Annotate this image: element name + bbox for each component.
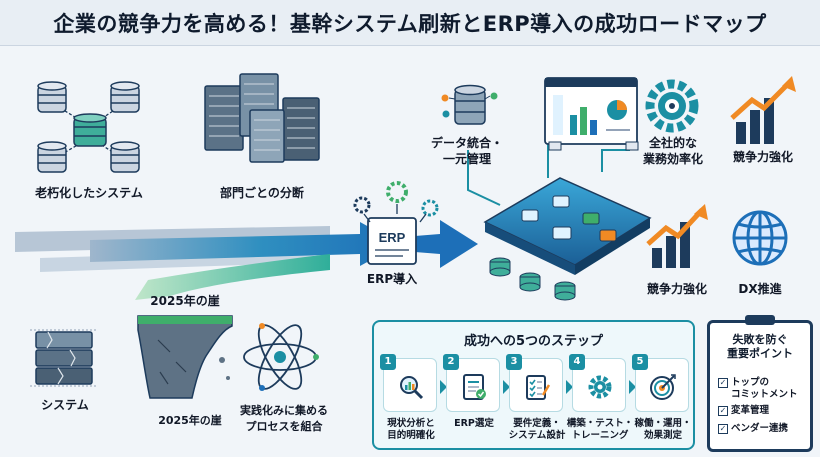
integrated-erp-platform-icon — [467, 128, 652, 301]
competitiveness-bottom-label: 競争力強化 — [646, 282, 707, 296]
step-number: 1 — [380, 354, 396, 370]
checklist-item: ✓ 変革管理 — [718, 405, 769, 417]
step-number: 2 — [443, 354, 459, 370]
step-label: 稼働・運用・ 効果測定 — [634, 418, 692, 442]
cliff-2025-icon — [137, 315, 233, 399]
page-title: 企業の競争力を高める！基幹システム刷新とERP導入の成功ロードマップ — [53, 11, 767, 36]
checklist-item: ✓ ベンダー連携 — [718, 423, 788, 435]
checkbox-checked-icon: ✓ — [718, 406, 728, 416]
checklist-item-text: ベンダー連携 — [731, 423, 789, 434]
checkbox-checked-icon: ✓ — [718, 424, 728, 434]
step-label: 現状分析と 目的明確化 — [387, 418, 435, 442]
target-icon — [650, 374, 676, 400]
growth-chart-icon — [730, 76, 796, 144]
silo-label: 部門ごとの分断 — [220, 186, 304, 200]
process-label-line1: 実践化みに集める — [240, 404, 328, 417]
step-number: 5 — [632, 354, 648, 370]
step-3: 3 要件定義・ システム設計 — [506, 354, 566, 446]
clipboard-clip-icon — [745, 315, 775, 325]
step-arrow — [440, 380, 447, 394]
step-5: 5 稼働・運用・ 効果測定 — [632, 354, 692, 446]
step-arrow — [566, 380, 573, 394]
data-integration-icon — [441, 84, 498, 125]
erp-box-text: ERP — [379, 230, 406, 245]
dx-label: DX推進 — [738, 282, 782, 296]
efficiency-label-line1: 全社的な — [648, 136, 697, 150]
erp-document-icon — [463, 374, 486, 400]
step-label: 要件定義・ システム設計 — [508, 418, 566, 442]
legacy-database-network-icon — [37, 81, 140, 173]
checklist-item-text: トップの コミットメント — [731, 377, 798, 400]
efficiency-gear-icon — [645, 79, 699, 133]
step-1: 1 現状分析と 目的明確化 — [380, 354, 440, 446]
globe-icon — [732, 210, 788, 266]
system-label: システム — [41, 398, 89, 412]
legacy-system-label: 老朽化したシステム — [35, 186, 143, 200]
magnifier-chart-icon — [400, 376, 424, 400]
efficiency-label-line2: 業務効率化 — [642, 152, 703, 166]
cliff-bottom-label: 2025年の崖 — [158, 414, 222, 427]
siloed-servers-icon — [204, 73, 320, 163]
competitiveness-top-label: 競争力強化 — [732, 150, 793, 164]
key-points-clipboard: 失敗を防ぐ 重要ポイント ✓ トップの コミットメント ✓ 変革管理 ✓ ベンダ… — [707, 315, 813, 452]
gear-icon — [588, 375, 612, 399]
step-number: 4 — [569, 354, 585, 370]
step-2: 2 ERP選定 — [443, 354, 503, 446]
checkbox-checked-icon: ✓ — [718, 378, 728, 388]
cliff-top-label: 2025年の崖 — [150, 294, 220, 308]
legacy-system-rack-icon — [30, 329, 98, 387]
data-integration-label-line1: データ統合・ — [430, 136, 503, 150]
erp-introduction-label: ERP導入 — [366, 272, 418, 286]
step-4: 4 構築・テスト・ トレーニング — [567, 354, 633, 446]
step-arrow — [629, 380, 636, 394]
gear-icon — [353, 181, 439, 223]
erp-box-icon: ERP — [367, 217, 417, 265]
step-arrow — [503, 380, 510, 394]
checklist-item-text: 変革管理 — [731, 405, 770, 416]
process-network-icon — [243, 323, 319, 391]
step-label: 構築・テスト・ トレーニング — [566, 418, 634, 442]
process-label-line2: プロセスを組合 — [245, 420, 323, 433]
step-number: 3 — [506, 354, 522, 370]
dashboard-monitor-icon — [544, 77, 639, 151]
growth-chart-icon — [646, 204, 708, 268]
success-steps-panel: 成功への5つのステップ 1 現状分析と 目的明確化 2 ERP選定 — [372, 320, 695, 450]
checklist-item: ✓ トップの コミットメント — [718, 377, 798, 401]
transformation-arrows — [15, 220, 478, 300]
steps-title: 成功への5つのステップ — [463, 334, 604, 349]
checklist-icon — [526, 375, 551, 400]
title-banner: 企業の競争力を高める！基幹システム刷新とERP導入の成功ロードマップ — [0, 0, 820, 46]
data-integration-label-line2: 一元管理 — [442, 152, 491, 166]
key-points-title: 失敗を防ぐ 重要ポイント — [727, 333, 793, 361]
step-label: ERP選定 — [454, 418, 494, 429]
